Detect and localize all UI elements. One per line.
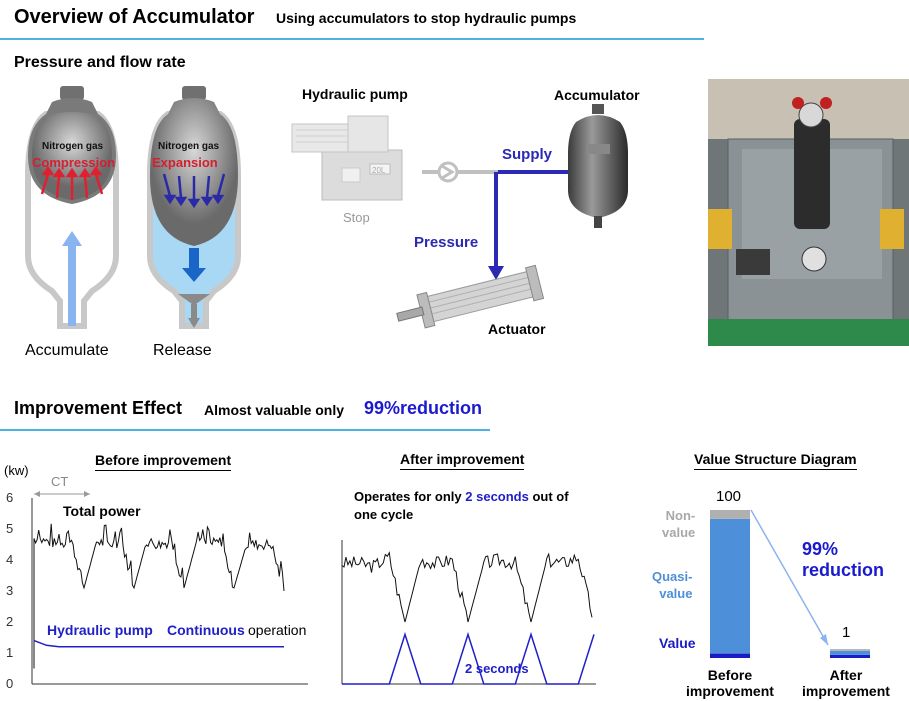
hydraulic-circuit [422, 161, 578, 280]
header-rule [0, 38, 704, 40]
bar-value-before [710, 653, 750, 658]
improvement-rule [0, 429, 490, 431]
accumulator-photo [708, 79, 909, 346]
after-total-label: 1 [842, 624, 851, 641]
operation-label: operation [248, 622, 307, 638]
quasi-value-label: Quasi- value [652, 569, 693, 601]
reduction-arrow [750, 509, 829, 646]
accumulate-gas-label: Nitrogen gas [42, 141, 104, 152]
bar-value-after [830, 654, 870, 658]
nonvalue-label: Non- value [662, 508, 696, 540]
section-title-pressure: Pressure and flow rate [14, 54, 186, 71]
ct-label: CT [51, 474, 69, 489]
accumulator-label: Accumulator [554, 87, 640, 103]
y-tick-label: 0 [6, 676, 14, 691]
value-diagram-title: Value Structure Diagram [694, 451, 857, 470]
release-gas-label: Nitrogen gas [158, 141, 220, 152]
value-structure-chart [710, 509, 870, 658]
before-chart-plot [31, 491, 308, 685]
y-tick-label: 5 [6, 521, 14, 536]
compression-label: Compression [32, 155, 116, 170]
before-total-label: 100 [716, 488, 742, 505]
actuator-label: Actuator [488, 321, 546, 337]
pump-stop-label: Stop [343, 210, 370, 225]
y-tick-label: 3 [6, 583, 14, 598]
hydraulic-pump-image [291, 115, 403, 201]
hydraulic-pump-series-label: Hydraulic pump [47, 622, 153, 638]
bar-non-value-before [710, 510, 750, 519]
after-note-line2: one cycle [354, 507, 414, 522]
bar-quasi-value-before [710, 518, 750, 654]
accumulator-compression-diagram [25, 86, 119, 329]
ct-arrow-right-head [84, 491, 90, 497]
after-note-line1: Operates for only 2 seconds out of [354, 489, 569, 504]
after-note-post: out of [532, 489, 569, 504]
tank-volume-label: 20L [372, 166, 386, 175]
before-chart-unit: (kw) [4, 463, 29, 478]
after-chart-plot [341, 540, 596, 685]
after-chart-title: After improvement [400, 451, 525, 470]
series-hydraulic-pump [33, 639, 284, 648]
improvement-subtitle: Almost valuable only [204, 402, 345, 418]
total-power-label: Total power [63, 503, 141, 519]
two-seconds-label: 2 seconds [465, 661, 529, 676]
pressure-label: Pressure [414, 234, 479, 251]
page-subtitle: Using accumulators to stop hydraulic pum… [276, 10, 577, 26]
section-title-improvement: Improvement Effect [14, 398, 183, 418]
bar-non-value-after [830, 649, 870, 651]
hydraulic-pump-label: Hydraulic pump [302, 86, 408, 102]
actuator-image [396, 264, 545, 329]
y-tick-label: 1 [6, 645, 14, 660]
y-tick-label: 6 [6, 490, 14, 505]
after-note-highlight: 2 seconds [465, 489, 529, 504]
reduction-arrow-head [820, 634, 828, 645]
page-title: Overview of Accumulator [14, 6, 255, 28]
supply-label: Supply [502, 146, 553, 163]
series-total-power [33, 523, 285, 669]
reduction-highlight: 99%reduction [364, 398, 483, 418]
y-tick-label: 2 [6, 614, 14, 629]
accumulator-expansion-diagram [147, 86, 241, 329]
y-tick-label: 4 [6, 552, 14, 567]
accumulate-caption: Accumulate [25, 342, 109, 359]
series-hydraulic-pump [342, 631, 595, 685]
continuous-label: Continuous [167, 622, 245, 638]
expansion-label: Expansion [152, 155, 218, 170]
series-total-power [341, 551, 593, 623]
accumulator-image [568, 104, 628, 228]
value-label: Value [659, 635, 696, 651]
after-category-label: After improvement [802, 667, 890, 699]
before-chart-title: Before improvement [95, 452, 232, 471]
after-note-pre: Operates for only [354, 489, 462, 504]
release-caption: Release [153, 342, 212, 359]
ct-arrow-left-head [34, 491, 40, 497]
reduction-label: 99% reduction [802, 539, 885, 580]
before-category-label: Before improvement [686, 667, 774, 699]
bar-quasi-value-after [830, 650, 870, 655]
